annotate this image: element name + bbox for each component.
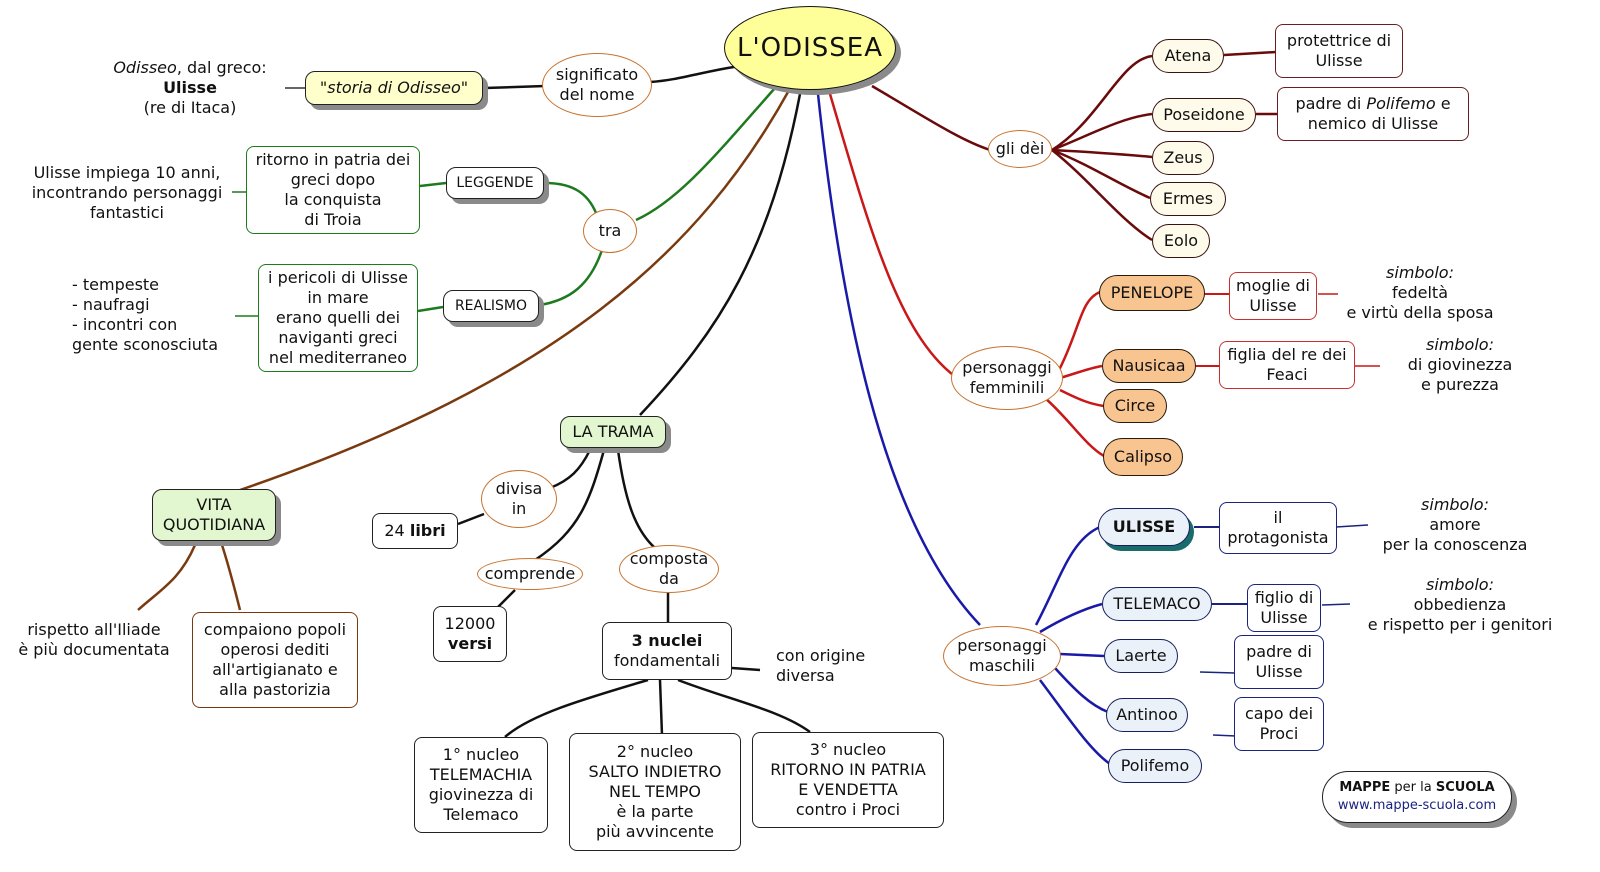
male-telemaco[interactable]: TELEMACO bbox=[1102, 587, 1212, 621]
link-name-value bbox=[484, 84, 546, 90]
link-title-gods bbox=[871, 84, 991, 152]
vita-box[interactable]: compaiono popoli operosi dediti all'arti… bbox=[192, 612, 358, 708]
leggende-note: Ulisse impiega 10 anni, incontrando pers… bbox=[31, 163, 223, 222]
link-atena-desc bbox=[1223, 50, 1277, 57]
link-male-laerte bbox=[1059, 652, 1105, 658]
link-trama-divisa bbox=[549, 449, 592, 490]
link-gods-zeus bbox=[1051, 148, 1153, 159]
link-title-trama bbox=[639, 93, 802, 416]
link-tra-leggende bbox=[544, 181, 600, 219]
link-male-telemaco bbox=[1039, 602, 1103, 634]
link-gods-atena bbox=[1051, 54, 1153, 152]
male-laerte-desc[interactable]: padre di Ulisse bbox=[1234, 635, 1324, 689]
female-penelope[interactable]: PENELOPE bbox=[1099, 275, 1205, 311]
female-nausicaa[interactable]: Nausicaa bbox=[1102, 349, 1196, 383]
realismo-node[interactable]: REALISMO bbox=[443, 290, 539, 322]
link-nuclei-n1 bbox=[504, 678, 649, 738]
name-meaning-value[interactable]: "storia di Odisseo" bbox=[305, 71, 483, 105]
link-title-vita bbox=[239, 91, 790, 492]
title-node[interactable]: L'ODISSEA bbox=[724, 6, 896, 90]
female-circe[interactable]: Circe bbox=[1103, 389, 1167, 423]
title-text: L'ODISSEA bbox=[736, 33, 883, 63]
link-ulisse-symbol bbox=[1335, 524, 1369, 528]
link-female-nausicaa bbox=[1059, 364, 1103, 380]
link-title-tra bbox=[635, 87, 776, 222]
divisa-connector[interactable]: divisa in bbox=[481, 470, 557, 528]
link-gods-eolo bbox=[1051, 149, 1153, 242]
leggende-box[interactable]: ritorno in patria dei greci dopo la conq… bbox=[246, 146, 420, 234]
male-antinoo-desc[interactable]: capo dei Proci bbox=[1234, 697, 1324, 751]
vita-quotidiana-node[interactable]: VITA QUOTIDIANA bbox=[152, 489, 276, 541]
link-female-circe bbox=[1059, 388, 1105, 408]
god-zeus[interactable]: Zeus bbox=[1152, 141, 1214, 175]
link-nuclei-n2 bbox=[658, 679, 664, 736]
god-atena[interactable]: Atena bbox=[1152, 39, 1224, 73]
link-nuclei-origine bbox=[731, 666, 761, 672]
male-laerte[interactable]: Laerte bbox=[1104, 639, 1178, 673]
god-atena-desc[interactable]: protettrice di Ulisse bbox=[1275, 24, 1403, 78]
link-male-ulisse bbox=[1034, 525, 1101, 626]
nucleo-2-box[interactable]: 2° nucleo SALTO INDIETRO NEL TEMPO è la … bbox=[569, 733, 741, 851]
link-nuclei-n3 bbox=[677, 678, 811, 734]
male-telemaco-symbol: simbolo: obbedienza e rispetto per i gen… bbox=[1367, 575, 1553, 634]
god-poseidone[interactable]: Poseidone bbox=[1152, 98, 1256, 132]
link-trama-comprende bbox=[534, 449, 606, 562]
male-polifemo[interactable]: Polifemo bbox=[1108, 749, 1202, 783]
libri-box[interactable]: 24 libri bbox=[372, 513, 458, 549]
link-male-polifemo bbox=[1038, 679, 1111, 766]
female-connector[interactable]: personaggi femminili bbox=[951, 346, 1063, 410]
god-eolo[interactable]: Eolo bbox=[1152, 224, 1210, 258]
leggende-node[interactable]: LEGGENDE bbox=[446, 167, 544, 199]
link-realismo-box bbox=[417, 305, 444, 313]
vita-note: rispetto all'Iliade è più documentata bbox=[18, 620, 170, 659]
brand-badge[interactable]: MAPPE per la SCUOLA www.mappe-scuola.com bbox=[1322, 771, 1512, 823]
link-gods-poseidone bbox=[1051, 112, 1153, 152]
female-penelope-desc[interactable]: moglie di Ulisse bbox=[1229, 272, 1317, 320]
link-vita-note bbox=[137, 544, 197, 611]
link-male-antinoo bbox=[1054, 667, 1109, 714]
name-meaning-note: Odisseo, dal greco: Ulisse (re di Itaca) bbox=[113, 58, 267, 117]
female-nausicaa-symbol: simbolo: di giovinezza e purezza bbox=[1407, 335, 1513, 394]
link-antinoo-desc bbox=[1212, 734, 1237, 737]
link-gods-ermes bbox=[1051, 148, 1151, 200]
link-leggende-box bbox=[419, 181, 447, 188]
male-telemaco-desc[interactable]: figlio di Ulisse bbox=[1247, 584, 1321, 632]
god-poseidone-desc[interactable]: padre di Polifemo e nemico di Ulisse bbox=[1277, 87, 1469, 141]
composta-connector[interactable]: composta da bbox=[619, 545, 719, 593]
female-calipso[interactable]: Calipso bbox=[1103, 438, 1183, 476]
link-female-penelope bbox=[1056, 290, 1101, 373]
link-tra-realismo bbox=[539, 249, 604, 307]
realismo-box[interactable]: i pericoli di Ulisse in mare erano quell… bbox=[258, 264, 418, 372]
link-title-male bbox=[816, 93, 981, 626]
female-nausicaa-desc[interactable]: figlia del re dei Feaci bbox=[1219, 341, 1355, 389]
female-penelope-symbol: simbolo: fedeltà e virtù della sposa bbox=[1346, 263, 1494, 322]
link-vita-box bbox=[220, 544, 242, 611]
link-female-calipso bbox=[1044, 397, 1105, 458]
male-connector[interactable]: personaggi maschili bbox=[943, 626, 1061, 686]
link-divisa-libri bbox=[457, 512, 485, 526]
link-laerte-desc bbox=[1199, 671, 1236, 674]
god-ermes[interactable]: Ermes bbox=[1150, 182, 1226, 216]
comprende-connector[interactable]: comprende bbox=[477, 558, 583, 590]
brand-url-link[interactable]: www.mappe-scuola.com bbox=[1337, 798, 1497, 813]
male-ulisse[interactable]: ULISSE bbox=[1098, 508, 1190, 546]
nucleo-3-box[interactable]: 3° nucleo RITORNO IN PATRIA E VENDETTA c… bbox=[752, 732, 944, 828]
link-title-female bbox=[828, 93, 961, 382]
link-telemaco-symbol bbox=[1321, 603, 1351, 606]
versi-box[interactable]: 12000 versi bbox=[433, 606, 507, 662]
nucleo-1-box[interactable]: 1° nucleo TELEMACHIA giovinezza di Telem… bbox=[414, 737, 548, 833]
nuclei-box[interactable]: 3 nuclei fondamentali bbox=[602, 622, 732, 680]
realismo-note: - tempeste - naufragi - incontri con gen… bbox=[72, 275, 218, 354]
gods-connector[interactable]: gli dèi bbox=[988, 130, 1052, 168]
link-trama-composta bbox=[616, 449, 656, 549]
tra-connector[interactable]: tra bbox=[583, 209, 637, 253]
link-title-name bbox=[649, 64, 741, 84]
name-meaning-connector[interactable]: significato del nome bbox=[542, 53, 652, 117]
origine-note: con origine diversa bbox=[776, 646, 866, 685]
male-ulisse-desc[interactable]: il protagonista bbox=[1219, 502, 1337, 554]
trama-node[interactable]: LA TRAMA bbox=[560, 416, 666, 448]
male-antinoo[interactable]: Antinoo bbox=[1106, 698, 1188, 732]
male-ulisse-symbol: simbolo: amore per la conoscenza bbox=[1382, 495, 1528, 554]
